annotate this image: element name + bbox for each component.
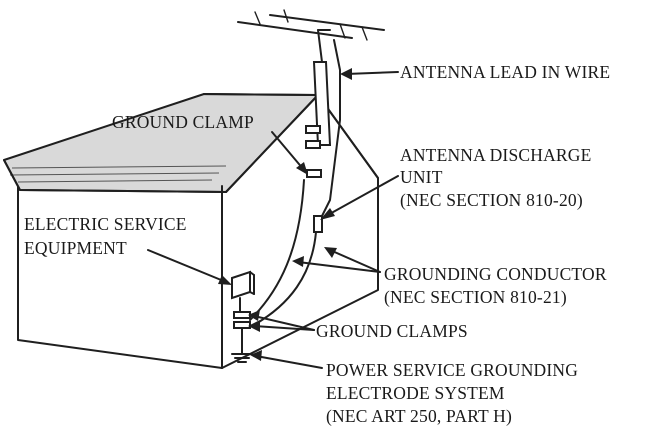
label-grounding-conductor-2: (NEC SECTION 810-21) [384,287,567,307]
labels: ANTENNA LEAD IN WIRE GROUND CLAMP ANTENN… [24,62,610,426]
antenna-mast [317,29,323,63]
label-electric-service-2: EQUIPMENT [24,238,127,258]
mast-clamp-3 [306,169,322,178]
label-ground-clamps: GROUND CLAMPS [316,321,468,341]
label-power-service-2: ELECTRODE SYSTEM [326,383,505,403]
antenna-discharge-unit [313,215,323,233]
antenna [237,9,385,221]
leader-lines [147,68,399,369]
base-clamp-1 [233,311,251,319]
ground-electrode [231,327,253,363]
roof-eave [3,159,227,193]
label-antenna-discharge-unit-1: ANTENNA DISCHARGE [400,145,592,165]
label-grounding-conductor-1: GROUNDING CONDUCTOR [384,264,607,284]
electric-service-box [231,270,255,313]
label-electric-service-1: ELECTRIC SERVICE [24,214,187,234]
house [3,93,379,369]
antenna-lead-in-wire [319,39,341,221]
roof-shading [9,165,227,183]
label-power-service-3: (NEC ART 250, PART H) [326,406,512,426]
grounding-conductor-1 [249,179,305,321]
label-power-service-1: POWER SERVICE GROUNDING [326,360,578,380]
label-antenna-discharge-unit-2: UNIT [400,167,443,187]
label-ground-clamp: GROUND CLAMP [112,112,254,132]
antenna-mast-pipe [312,61,332,146]
label-antenna-lead-in-wire: ANTENNA LEAD IN WIRE [400,62,610,82]
mast-clamp-2 [305,140,321,149]
label-antenna-discharge-unit-3: (NEC SECTION 810-20) [400,190,583,210]
antenna-element-2 [269,14,385,31]
gable-edge [225,94,319,193]
antenna-element-1 [237,21,353,39]
mast-clamp-1 [305,125,321,134]
